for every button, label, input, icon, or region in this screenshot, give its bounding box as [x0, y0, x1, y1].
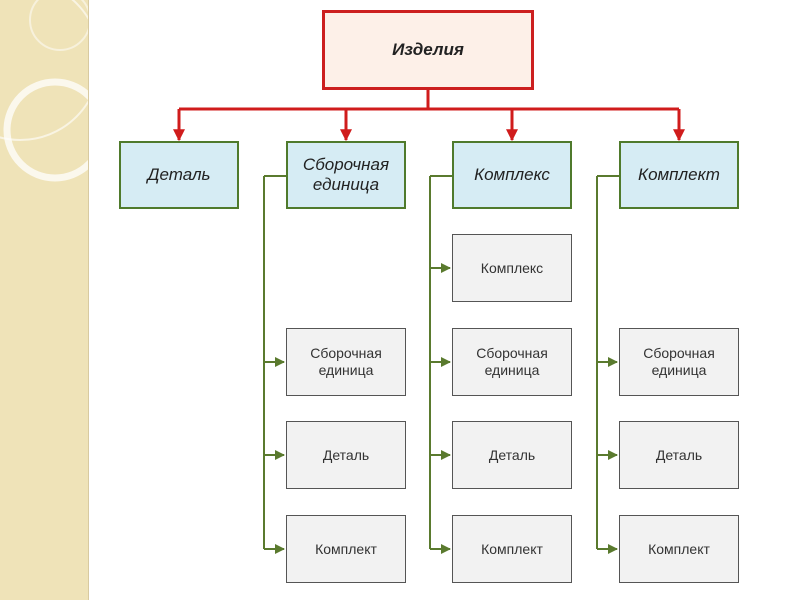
child-node: Деталь [619, 421, 739, 489]
child-node: Комплект [619, 515, 739, 583]
category-node: Сборочная единица [286, 141, 406, 209]
child-node: Комплект [452, 515, 572, 583]
category-node: Комплект [619, 141, 739, 209]
child-node: Сборочная единица [619, 328, 739, 396]
child-node: Комплекс [452, 234, 572, 302]
category-node: Комплекс [452, 141, 572, 209]
child-node: Деталь [286, 421, 406, 489]
decorative-side-strip [0, 0, 89, 600]
child-node: Сборочная единица [452, 328, 572, 396]
category-node: Деталь [119, 141, 239, 209]
child-node: Сборочная единица [286, 328, 406, 396]
decorative-circles-icon [0, 0, 88, 182]
child-node: Комплект [286, 515, 406, 583]
child-node: Деталь [452, 421, 572, 489]
root-node-products: Изделия [322, 10, 534, 90]
